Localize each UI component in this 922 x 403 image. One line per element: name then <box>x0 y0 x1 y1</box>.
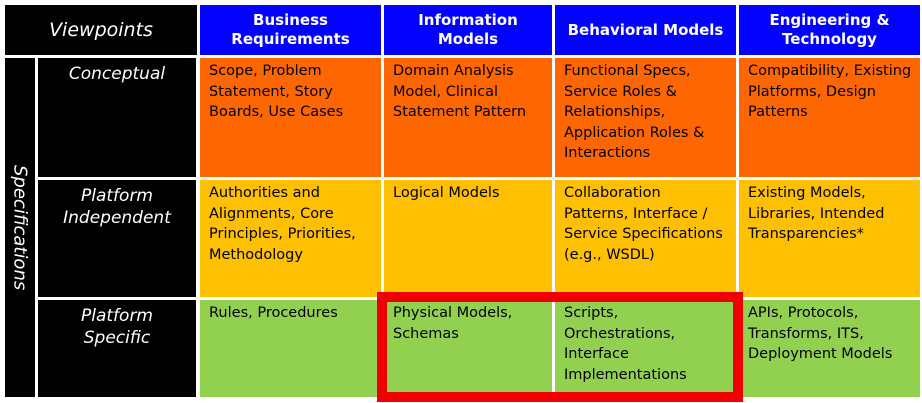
cell-platform-specific-business-requirements: Rules, Procedures <box>200 300 381 397</box>
column-header-engineering-technology: Engineering & Technology <box>739 5 920 55</box>
column-header-information-models: Information Models <box>384 5 552 55</box>
row-label-platform-specific: Platform Specific <box>38 300 196 397</box>
cell-platform-independent-behavioral-models: Collaboration Patterns, Interface / Serv… <box>555 180 736 297</box>
highlight-rectangle <box>377 292 743 402</box>
row-label-conceptual: Conceptual <box>38 58 196 177</box>
side-label-specifications: Specifications <box>5 58 35 397</box>
column-header-behavioral-models: Behavioral Models <box>555 5 736 55</box>
cell-platform-specific-behavioral-models: Scripts, Orchestrations, Interface Imple… <box>555 300 736 397</box>
cell-platform-independent-engineering-technology: Existing Models, Libraries, Intended Tra… <box>739 180 920 297</box>
column-header-business-requirements: Business Requirements <box>200 5 381 55</box>
cell-platform-independent-information-models: Logical Models <box>384 180 552 297</box>
cell-conceptual-information-models: Domain Analysis Model, Clinical Statemen… <box>384 58 552 177</box>
cell-platform-independent-business-requirements: Authorities and Alignments, Core Princip… <box>200 180 381 297</box>
row-label-platform-independent: Platform Independent <box>38 180 196 297</box>
cell-conceptual-engineering-technology: Compatibility, Existing Platforms, Desig… <box>739 58 920 177</box>
cell-conceptual-behavioral-models: Functional Specs, Service Roles & Relati… <box>555 58 736 177</box>
cell-platform-specific-information-models: Physical Models, Schemas <box>384 300 552 397</box>
cell-conceptual-business-requirements: Scope, Problem Statement, Story Boards, … <box>200 58 381 177</box>
cell-platform-specific-engineering-technology: APIs, Protocols, Transforms, ITS, Deploy… <box>739 300 920 397</box>
corner-header-viewpoints: Viewpoints <box>5 5 197 55</box>
